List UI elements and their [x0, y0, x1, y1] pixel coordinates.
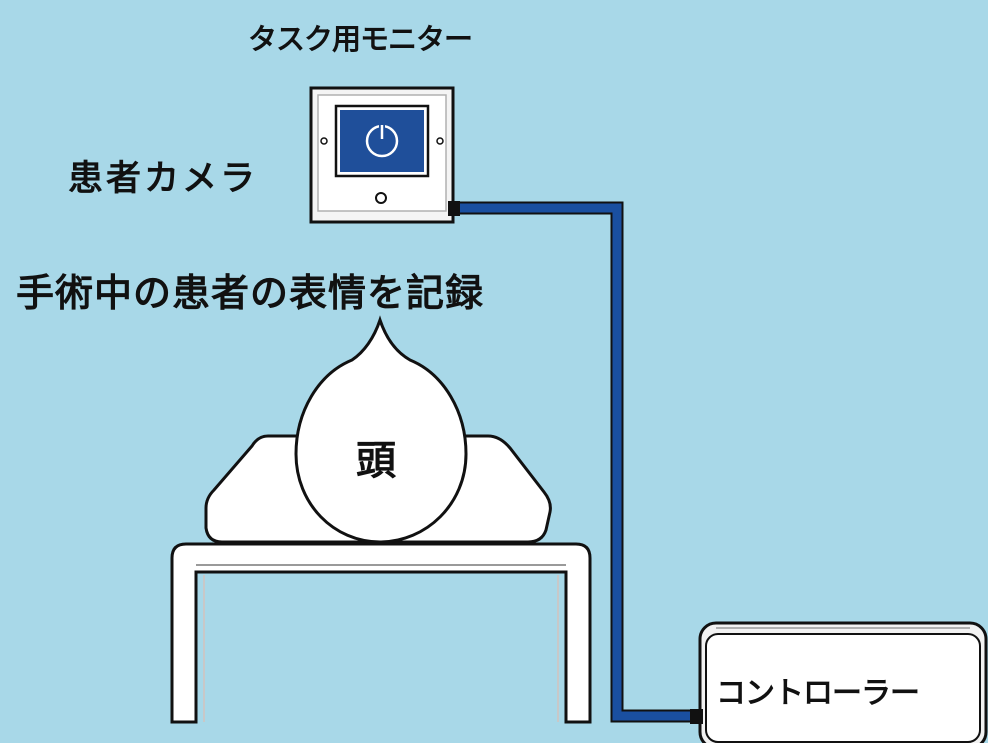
monitor-screw-left	[320, 137, 328, 145]
task-monitor-label: タスク用モニター	[248, 22, 473, 56]
monitor-screen	[340, 110, 424, 172]
monitor-connector-icon	[448, 201, 460, 216]
task-monitor	[309, 86, 460, 224]
operating-table	[170, 542, 592, 724]
controller	[690, 621, 988, 743]
power-symbol-icon	[365, 124, 399, 158]
cable	[455, 201, 700, 723]
patient-camera-label: 患者カメラ	[68, 159, 259, 199]
controller-connector-icon	[690, 709, 703, 724]
monitor-screw-right	[436, 137, 444, 145]
patient-camera-lens	[375, 192, 387, 204]
diagram-caption: 手術中の患者の表情を記録	[16, 271, 485, 315]
head-label: 頭	[356, 438, 396, 484]
patient-head	[294, 315, 468, 544]
controller-label: コントローラー	[716, 676, 920, 711]
